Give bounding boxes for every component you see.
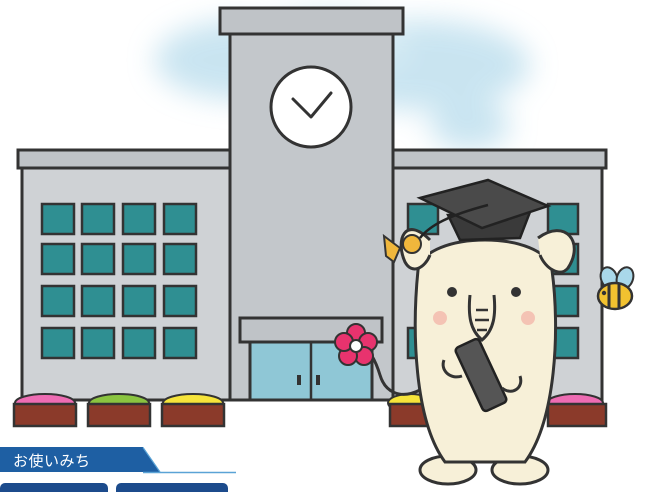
section-tab: お使いみち [0,447,236,475]
usage-category-button-1[interactable] [0,483,108,492]
graduation-cap-icon [382,178,552,264]
flower-boxes [12,393,608,428]
flower-icon [334,323,421,396]
bee-icon [596,266,635,311]
tapir-character [399,228,576,486]
building-left-wing [16,148,242,402]
entrance [238,316,384,402]
clock-icon [269,65,353,149]
section-tab-label: お使いみち [13,452,91,470]
usage-category-button-2[interactable] [116,483,228,492]
section-tab-shape [0,447,236,474]
